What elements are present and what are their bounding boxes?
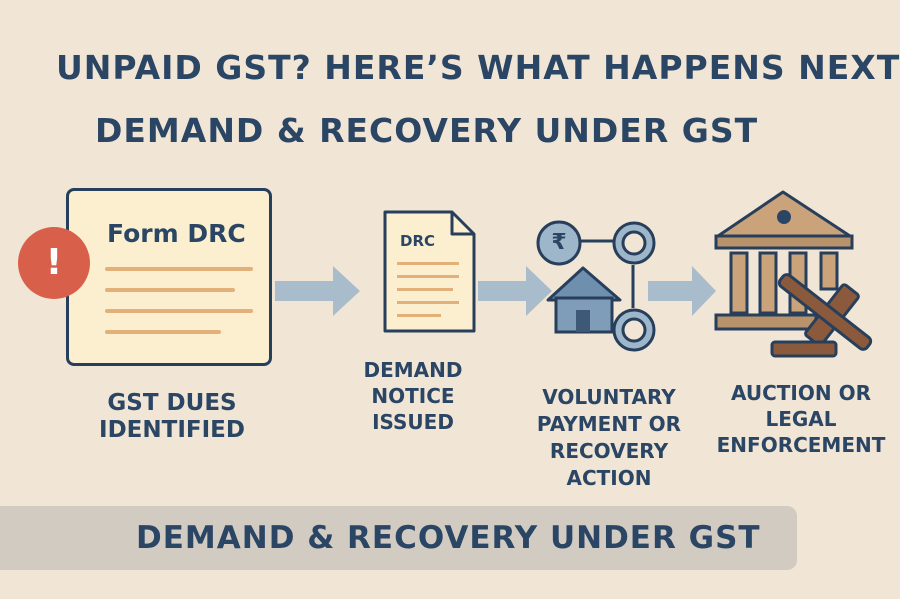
form-line [105, 267, 253, 271]
gavel-icon [770, 273, 873, 358]
house-icon [546, 266, 622, 334]
label-line: DEMAND [363, 358, 463, 382]
label-line: PAYMENT OR [536, 412, 682, 436]
alert-icon: ! [18, 227, 90, 299]
form-line [105, 309, 253, 313]
rupee-coin-icon [536, 220, 582, 266]
step-label-dues-identified: GST DUES IDENTIFIED [80, 390, 264, 444]
page-subtitle: DEMAND & RECOVERY UNDER GST [95, 111, 759, 150]
flow-arrow-3 [648, 266, 716, 316]
page-title: UNPAID GST? HERE’S WHAT HAPPENS NEXT [56, 48, 900, 87]
notice-document-icon [383, 210, 476, 333]
rupee-symbol: ₹ [551, 230, 567, 255]
step-label-demand-notice: DEMAND NOTICE ISSUED [358, 357, 468, 435]
step-label-auction-legal: AUCTION OR LEGAL ENFORCEMENT [712, 380, 890, 458]
courthouse-icon [714, 190, 854, 331]
label-line: LEGAL [765, 407, 837, 431]
step-label-voluntary-payment: VOLUNTARY PAYMENT OR RECOVERY ACTION [524, 384, 694, 492]
form-drc-title: Form DRC [107, 219, 246, 248]
flow-arrow-1 [275, 266, 360, 316]
label-line: IDENTIFIED [99, 417, 245, 444]
handcuffs-icon [580, 221, 656, 352]
label-line: AUCTION OR [731, 381, 871, 405]
label-line: ACTION [566, 466, 652, 490]
footer-banner [0, 506, 797, 570]
label-line: ISSUED [372, 410, 454, 434]
footer-banner-text: DEMAND & RECOVERY UNDER GST [136, 520, 761, 556]
label-line: NOTICE [371, 384, 455, 408]
label-line: ENFORCEMENT [716, 433, 886, 457]
label-line: RECOVERY [549, 439, 669, 463]
flow-arrow-2 [478, 266, 552, 316]
form-line [105, 288, 235, 292]
label-line: GST DUES [107, 390, 237, 416]
form-line [105, 330, 221, 334]
form-drc-card: Form DRC [66, 188, 272, 366]
label-line: VOLUNTARY [542, 385, 676, 409]
notice-document-text: DRC [400, 232, 436, 250]
